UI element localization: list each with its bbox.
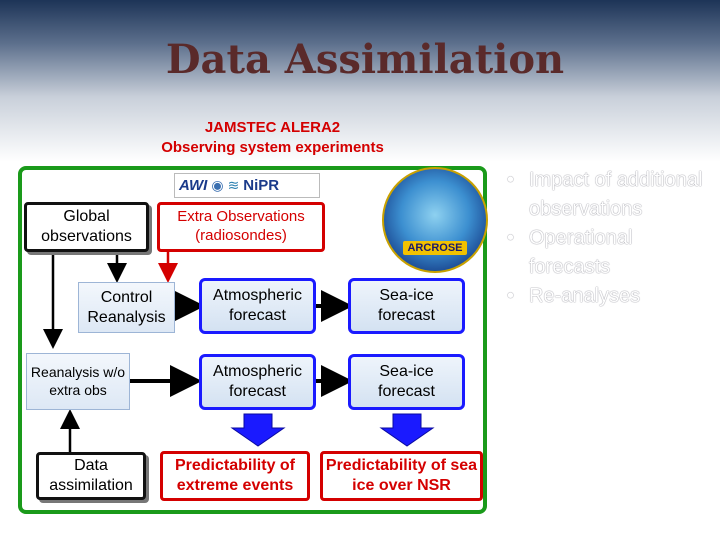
global-observations-box: Global observations [24,202,149,252]
globe-icon: ◉ [211,177,224,193]
awi-logo: AWI [179,177,208,194]
bullet-list: Impact of additional observations Operat… [503,166,713,311]
data-assimilation-box: Data assimilation [36,452,146,500]
arcrose-label: ARCROSE [403,241,467,255]
blue-arrow-right [379,413,435,447]
bullet-item: Impact of additional observations [503,166,713,224]
extra-obs-label: Extra Observations [177,208,305,226]
arcrose-logo: ARCROSE [382,167,488,273]
seaice-forecast-box-1: Sea-ice forecast [348,278,465,334]
subtitle-jamstec: JAMSTEC ALERA2 [204,119,341,136]
bullet-item: Operational forecasts [503,224,713,282]
atm-forecast-box-2: Atmospheric forecast [199,354,316,410]
wave-icon: ≋ [227,177,240,193]
predictability-extreme-box: Predictability of extreme events [160,451,310,501]
blue-arrow-left [230,413,286,447]
slide-title: Data Assimilation [165,36,565,83]
predictability-seaice-box: Predictability of sea ice over NSR [320,451,483,501]
extra-obs-sub: (radiosondes) [195,227,287,244]
control-reanalysis-box: Control Reanalysis [78,282,175,333]
connectors [43,252,435,455]
atm-forecast-box-1: Atmospheric forecast [199,278,316,334]
partner-logos: AWI ◉ ≋ NiPR [174,173,320,198]
diagram-frame [18,166,487,514]
seaice-forecast-box-2: Sea-ice forecast [348,354,465,410]
extra-observations-box: Extra Observations (radiosondes) [157,202,325,252]
nipr-logo: NiPR [243,177,280,194]
reanalysis-wo-extra-box: Reanalysis w/o extra obs [26,353,130,410]
subtitle-ose: Observing system experiments [161,139,384,156]
bullet-item: Re-analyses [503,282,713,311]
